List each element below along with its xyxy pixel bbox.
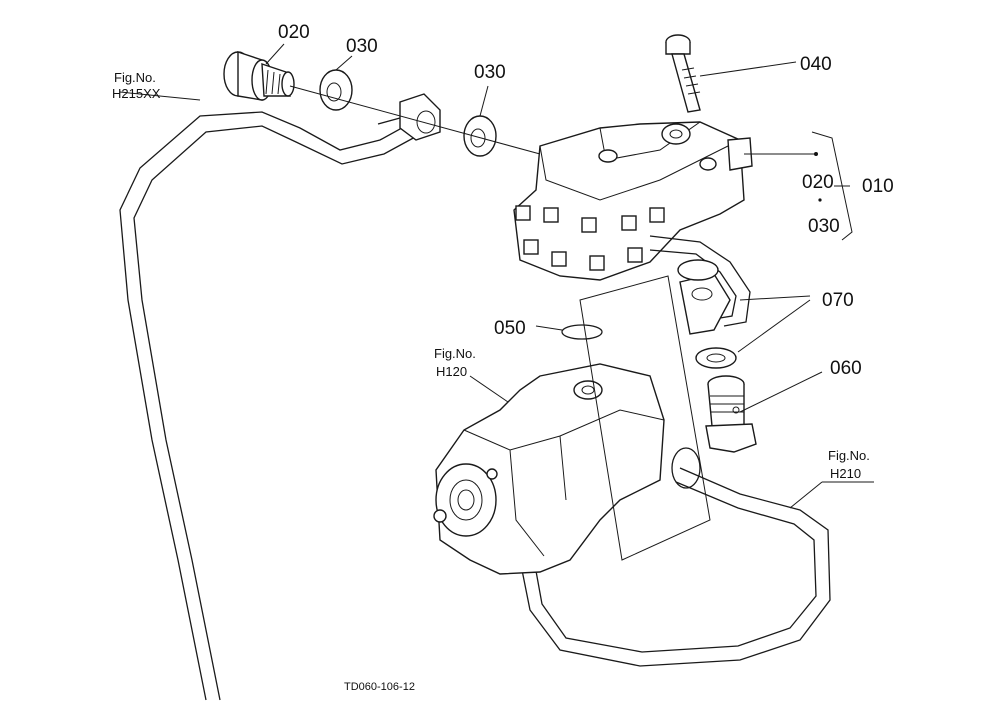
bolt-040 xyxy=(665,34,701,113)
label-030-c: 030 xyxy=(808,216,840,237)
label-020-b: 020 xyxy=(802,172,834,193)
label-030-b: 030 xyxy=(474,62,506,83)
pipe-h210 xyxy=(519,447,831,667)
o-ring-050 xyxy=(561,324,603,340)
pipe-070 xyxy=(649,235,751,335)
fig-h120-line1: Fig.No. xyxy=(434,346,476,361)
label-060: 060 xyxy=(830,358,862,379)
washer-070 xyxy=(677,259,737,369)
label-030-a: 030 xyxy=(346,36,378,57)
drawing-code: TD060-106-12 xyxy=(344,681,415,693)
label-010: 010 xyxy=(862,176,894,197)
label-040: 040 xyxy=(800,54,832,75)
control-valve xyxy=(513,121,753,281)
label-070: 070 xyxy=(822,290,854,311)
fig-h210-line1: Fig.No. xyxy=(828,448,870,463)
fig-h210-line2: H210 xyxy=(830,466,861,481)
hydraulic-pump xyxy=(433,363,665,575)
banjo-eye xyxy=(377,93,441,141)
fig-h215xx-line2: H215XX xyxy=(112,86,161,101)
banjo-bolt-060 xyxy=(705,375,757,453)
label-050: 050 xyxy=(494,318,526,339)
fig-h120-line2: H120 xyxy=(436,364,467,379)
label-020-a: 020 xyxy=(278,22,310,43)
washer-030-a xyxy=(319,69,353,111)
washer-030-b xyxy=(463,115,497,157)
banjo-bolt-020 xyxy=(223,51,295,101)
fig-h215xx-line1: Fig.No. xyxy=(114,70,156,85)
leader-lines xyxy=(119,43,874,509)
pipe-h215xx xyxy=(119,111,429,701)
reference-outline xyxy=(579,275,711,561)
